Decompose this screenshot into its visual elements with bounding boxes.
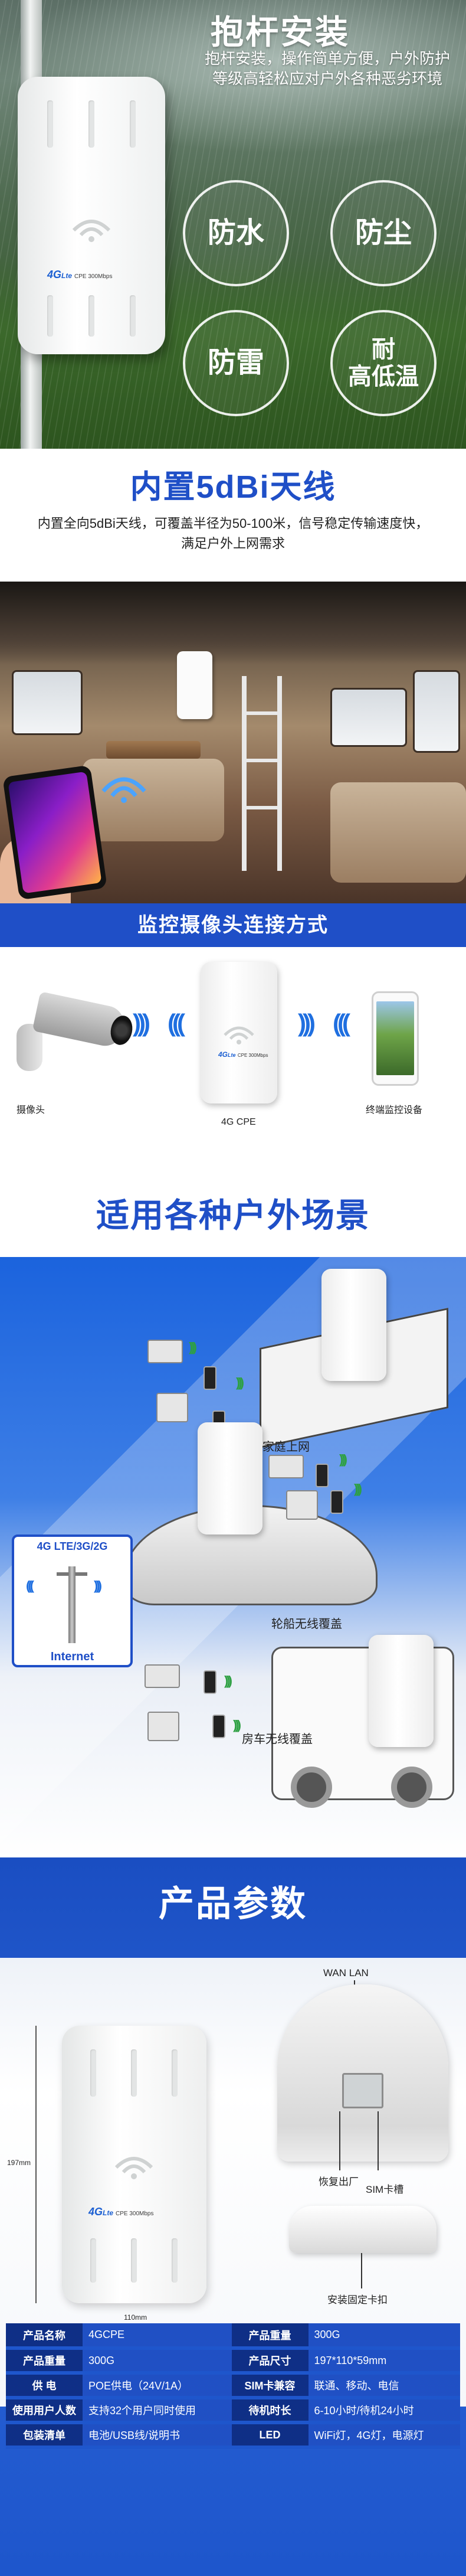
camera-label: 摄像头: [17, 1105, 45, 1115]
cpe-device-image: [321, 1269, 386, 1381]
height-dimension-line: [35, 2026, 37, 2303]
sim-slot-label: SIM卡槽: [366, 2184, 404, 2195]
antenna-section: 内置5dBi天线 内置全向5dBi天线，可覆盖半径为50-100米，信号稳定传输…: [0, 449, 466, 582]
cpe-device-image: 4GLte CPE 300Mbps: [201, 962, 277, 1103]
rv-label: 房车无线覆盖: [242, 1733, 313, 1746]
wifi-signal-icon: [101, 777, 146, 803]
wifi-icon: [224, 1026, 254, 1044]
terminal-label: 终端监控设备: [366, 1105, 423, 1115]
mount-clip-image: [289, 2206, 437, 2253]
params-title: 产品参数: [159, 1884, 307, 1924]
signal-waves-icon: ))): [224, 1673, 232, 1688]
signal-waves-icon: ))): [354, 1481, 362, 1496]
network-type-label: 4G LTE/3G/2G: [37, 1540, 108, 1552]
desktop-icon: [147, 1712, 179, 1741]
cpe-port-side-image: [277, 1984, 448, 2162]
feature-lightning-proof: 防雷: [183, 310, 289, 416]
table-row: 供 电 POE供电（24V/1A） SIM卡兼容 联通、移动、电信: [6, 2373, 460, 2398]
tablet-image: [2, 765, 107, 900]
boat-label: 轮船无线覆盖: [271, 1618, 342, 1631]
cell-tower-box: 4G LTE/3G/2G ((( ))) Internet: [12, 1535, 133, 1667]
wifi-icon: [114, 2157, 153, 2179]
phone-icon: [316, 1464, 329, 1487]
camera-image: [12, 988, 135, 1071]
phone-icon: [212, 1715, 225, 1738]
signal-waves-icon: ))): [133, 1009, 150, 1037]
reset-label: 恢复出厂: [319, 2176, 359, 2188]
ethernet-port-icon: [342, 2073, 383, 2108]
signal-waves-icon: ))): [336, 1009, 350, 1037]
scenarios-header: 适用各种户外场景: [0, 1165, 466, 1257]
scenarios-section: ))) ))) 家庭上网 ))) ))) 轮船无线覆盖 4G LTE/3G/2G…: [0, 1257, 466, 1857]
signal-waves-icon: ))): [189, 1340, 197, 1354]
spec-table: 产品名称 4GCPE 产品重量 300G 产品重量 300G 产品尺寸 197*…: [6, 2323, 460, 2449]
phone-icon: [204, 1670, 216, 1694]
laptop-icon: [268, 1455, 304, 1478]
feature-waterproof: 防水: [183, 180, 289, 286]
phone-image: [372, 991, 419, 1086]
signal-waves-icon: ))): [171, 1009, 185, 1037]
cpe-label: 4G CPE: [221, 1117, 256, 1127]
desktop-icon: [156, 1393, 188, 1422]
signal-waves-icon: ))): [236, 1375, 244, 1390]
wan-lan-label: WAN LAN: [323, 1967, 369, 1978]
cpe-device-image: [369, 1635, 434, 1747]
monitor-banner: 监控摄像头连接方式: [0, 903, 466, 947]
phone-icon: [204, 1366, 216, 1390]
wifi-icon: [72, 220, 111, 242]
feature-dustproof: 防尘: [330, 180, 437, 286]
signal-waves-icon: ))): [94, 1578, 102, 1593]
phone-icon: [330, 1490, 343, 1514]
width-label: 110mm: [124, 2313, 147, 2322]
hero-description: 抱杆安装，操作简单方便，户外防护等级高轻松应对户外各种恶劣环境: [204, 50, 450, 87]
height-label: 197mm: [7, 2159, 31, 2167]
table-row: 产品重量 300G 产品尺寸 197*110*59mm: [6, 2348, 460, 2373]
home-label: 家庭上网: [262, 1441, 310, 1454]
cpe-device-image: [198, 1422, 262, 1535]
mount-clip-label: 安装固定卡扣: [327, 2294, 388, 2306]
signal-waves-icon: (((: [26, 1578, 34, 1593]
cell-tower-icon: [68, 1566, 76, 1643]
hero-title: 抱杆安装: [211, 14, 350, 51]
table-row: 产品名称 4GCPE 产品重量 300G: [6, 2323, 460, 2348]
signal-waves-icon: ))): [233, 1718, 241, 1732]
signal-waves-icon: ))): [298, 1009, 316, 1037]
antenna-title: 内置5dBi天线: [130, 469, 336, 505]
table-row: 使用用户人数 支持32个用户同时使用 待机时长 6-10小时/待机24小时: [6, 2398, 460, 2422]
laptop-icon: [145, 1664, 180, 1688]
internet-label: Internet: [50, 1650, 94, 1663]
rv-interior-photo: [0, 582, 466, 903]
scenarios-title: 适用各种户外场景: [96, 1197, 370, 1234]
table-row: 包装清单 电池/USB线/说明书 LED WiFi灯，4G灯，电源灯: [6, 2422, 460, 2447]
laptop-icon: [147, 1340, 183, 1363]
feature-temperature-resistant: 耐 高低温: [330, 310, 437, 416]
antenna-description: 内置全向5dBi天线，可覆盖半径为50-100米，信号稳定传输速度快，满足户外上…: [37, 516, 429, 551]
signal-waves-icon: ))): [339, 1452, 347, 1467]
cpe-logo: 4GLte CPE 300Mbps: [218, 1050, 268, 1059]
cpe-device-image: [177, 651, 212, 719]
monitor-section: 摄像头 ))) ))) 4GLte CPE 300Mbps 4G CPE )))…: [0, 947, 466, 1165]
desktop-icon: [286, 1490, 318, 1520]
